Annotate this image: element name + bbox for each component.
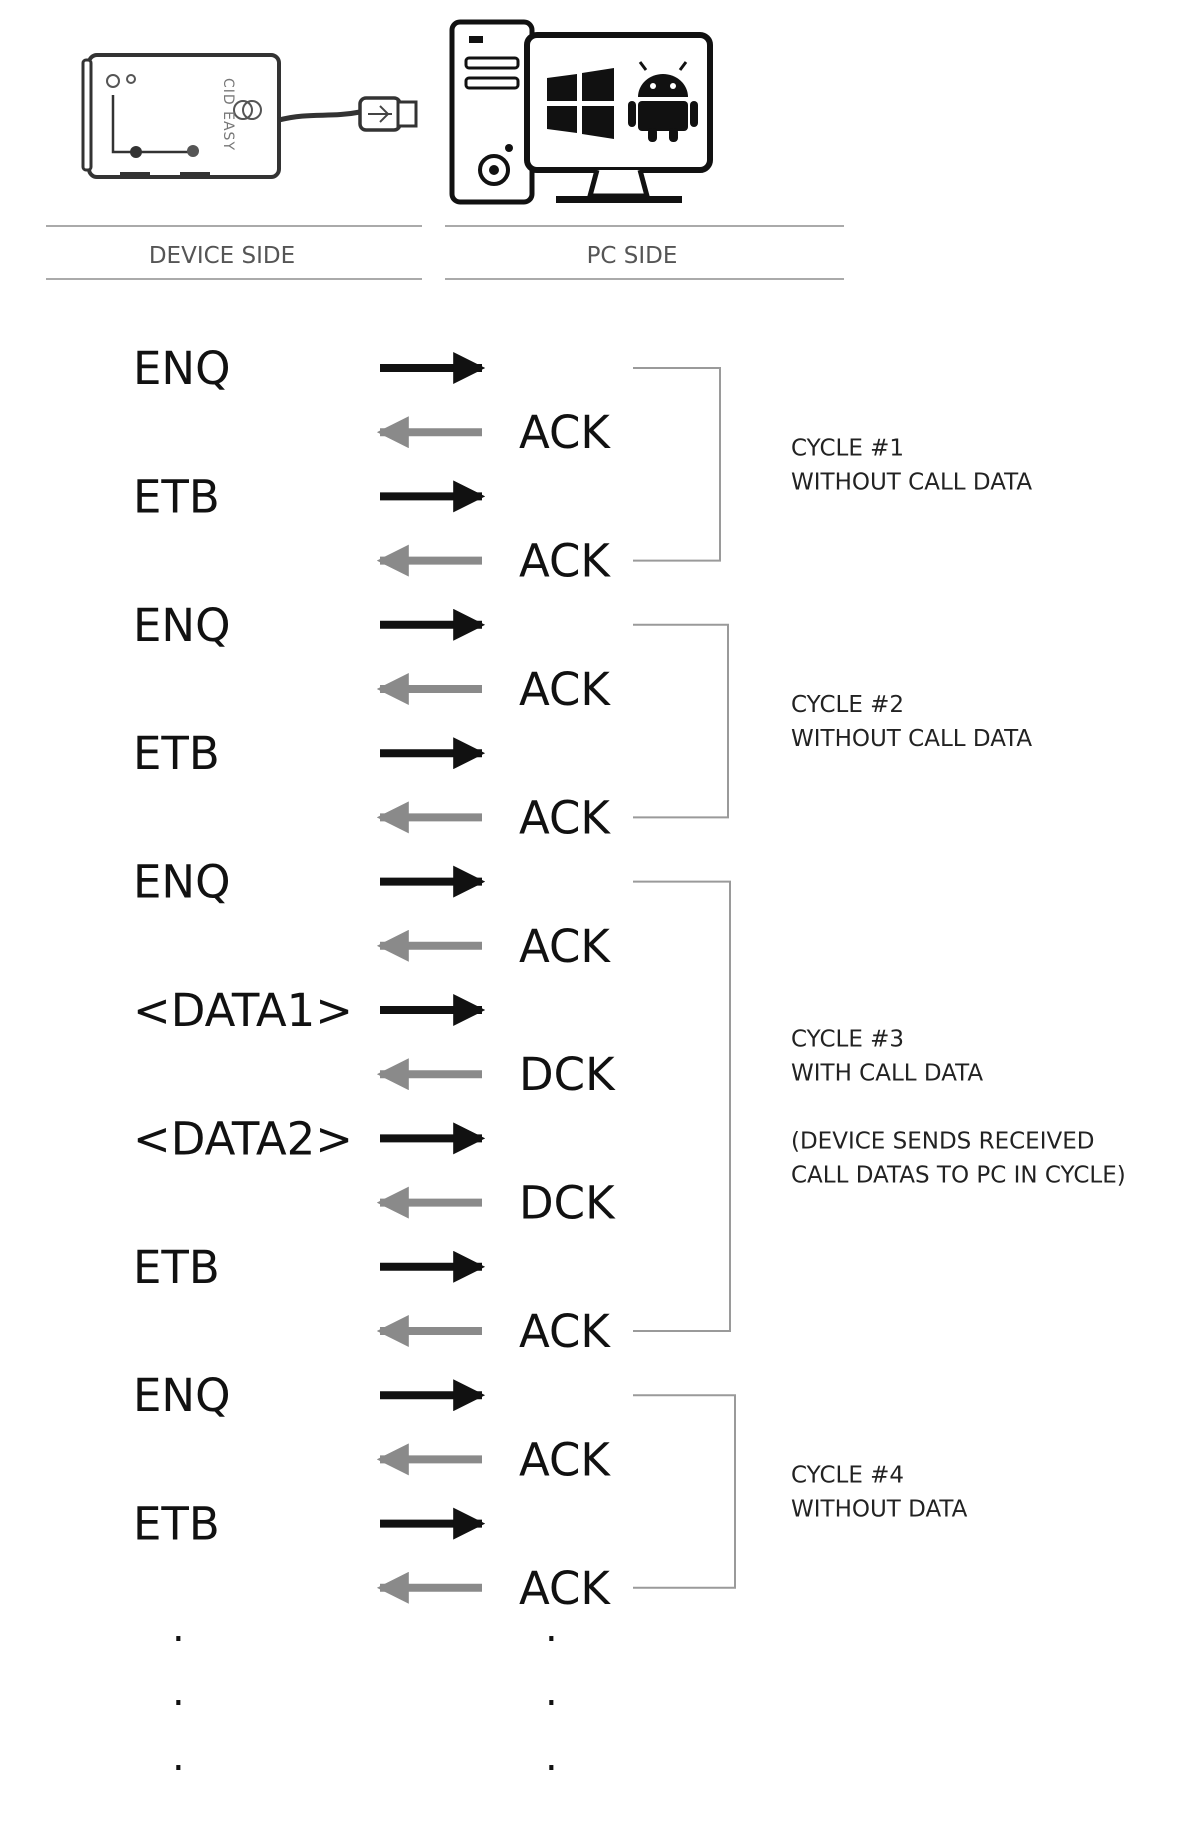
cycle-bracket	[633, 623, 729, 819]
desktop-pc-icon	[449, 19, 713, 205]
device-logo: CID EASY	[220, 78, 262, 151]
cycle-group: CYCLE #1 WITHOUT CALL DATA	[633, 367, 1032, 562]
message-row: ETB	[133, 470, 486, 523]
message-row: ACK	[376, 406, 611, 459]
cycle-group: CYCLE #4 WITHOUT DATA	[633, 1394, 968, 1589]
pc-continuation-dot: .	[545, 1734, 558, 1780]
message-row: ACK	[376, 663, 611, 716]
side-header: DEVICE SIDE PC SIDE	[46, 225, 844, 280]
device-message-label: ETB	[133, 470, 220, 523]
pc-continuation-dot: .	[545, 1605, 558, 1651]
message-row: ACK	[376, 1562, 611, 1615]
message-row: <DATA2>	[133, 1112, 486, 1165]
cycle-label-line: CYCLE #1	[791, 435, 904, 461]
cycle-label-line: CYCLE #3	[791, 1026, 904, 1052]
pc-message-label: ACK	[519, 1562, 611, 1615]
message-row: ENQ	[133, 599, 486, 652]
message-row: ACK	[376, 1305, 611, 1358]
usb-plug-icon	[278, 96, 418, 132]
message-row: DCK	[376, 1177, 616, 1230]
device-side-label: DEVICE SIDE	[149, 243, 295, 269]
message-row: <DATA1>	[133, 984, 486, 1037]
message-row: ETB	[133, 1241, 486, 1294]
device-continuation-dot: .	[172, 1605, 185, 1651]
pc-message-label: ACK	[519, 920, 611, 973]
pc-message-label: ACK	[519, 663, 611, 716]
cycle-label-line: CALL DATAS TO PC IN CYCLE)	[791, 1162, 1126, 1188]
message-row: ENQ	[133, 856, 486, 909]
message-row: ETB	[133, 1498, 486, 1551]
message-row: ACK	[376, 920, 611, 973]
message-row: ETB	[133, 727, 486, 780]
message-row: ACK	[376, 535, 611, 588]
pc-message-label: ACK	[519, 1433, 611, 1486]
pc-message-label: DCK	[519, 1177, 616, 1230]
device-message-label: ENQ	[133, 599, 231, 652]
windows-icon	[547, 68, 614, 139]
device-message-label: ETB	[133, 1498, 220, 1551]
cycle-bracket	[633, 1394, 736, 1589]
cycle-bracket	[633, 367, 721, 562]
device-continuation-dot: .	[172, 1734, 185, 1780]
pc-message-label: ACK	[519, 535, 611, 588]
message-sequence: ENQ ACK ETB ACK ENQ ACK ETB ACK ENQ ACK <DATA1> DCK…	[133, 342, 616, 1615]
device-message-label: ETB	[133, 727, 220, 780]
cycle-label-line: CYCLE #2	[791, 692, 904, 718]
cid-easy-device-icon: CID EASY	[81, 53, 281, 179]
device-message-label: ENQ	[133, 342, 231, 395]
pc-message-label: DCK	[519, 1048, 616, 1101]
cycle-bracket	[633, 880, 731, 1332]
pc-message-label: ACK	[519, 791, 611, 844]
message-row: DCK	[376, 1048, 616, 1101]
message-row: ENQ	[133, 1369, 486, 1422]
pc-continuation-dot: .	[545, 1669, 558, 1715]
android-icon	[628, 61, 698, 142]
device-message-label: ENQ	[133, 1369, 231, 1422]
device-continuation-dot: .	[172, 1669, 185, 1715]
cycle-group: CYCLE #2 WITHOUT CALL DATA	[633, 623, 1032, 819]
cycle-label-line: (DEVICE SENDS RECEIVED	[791, 1128, 1094, 1154]
message-row: ACK	[376, 1433, 611, 1486]
cycle-label-line: WITHOUT CALL DATA	[791, 469, 1032, 495]
continuation-dots: ......	[172, 1605, 558, 1780]
device-message-label: ETB	[133, 1241, 220, 1294]
device-logo-text: CID EASY	[220, 78, 236, 151]
device-message-label: <DATA2>	[133, 1112, 353, 1165]
cycle-brackets: CYCLE #1 WITHOUT CALL DATA CYCLE #2 WITHOUT…	[633, 367, 1126, 1589]
cycle-label-line: WITHOUT DATA	[791, 1497, 968, 1523]
cycle-label-line: WITH CALL DATA	[791, 1060, 983, 1086]
device-message-label: ENQ	[133, 856, 231, 909]
cycle-group: CYCLE #3 WITH CALL DATA (DEVICE SENDS RECE…	[633, 880, 1126, 1332]
pc-message-label: ACK	[519, 1305, 611, 1358]
cycle-label-line: CYCLE #4	[791, 1463, 904, 1489]
message-row: ENQ	[133, 342, 486, 395]
pc-side-label: PC SIDE	[587, 243, 678, 269]
device-message-label: <DATA1>	[133, 984, 353, 1037]
message-row: ACK	[376, 791, 611, 844]
cycle-label-line: WITHOUT CALL DATA	[791, 726, 1032, 752]
pc-message-label: ACK	[519, 406, 611, 459]
